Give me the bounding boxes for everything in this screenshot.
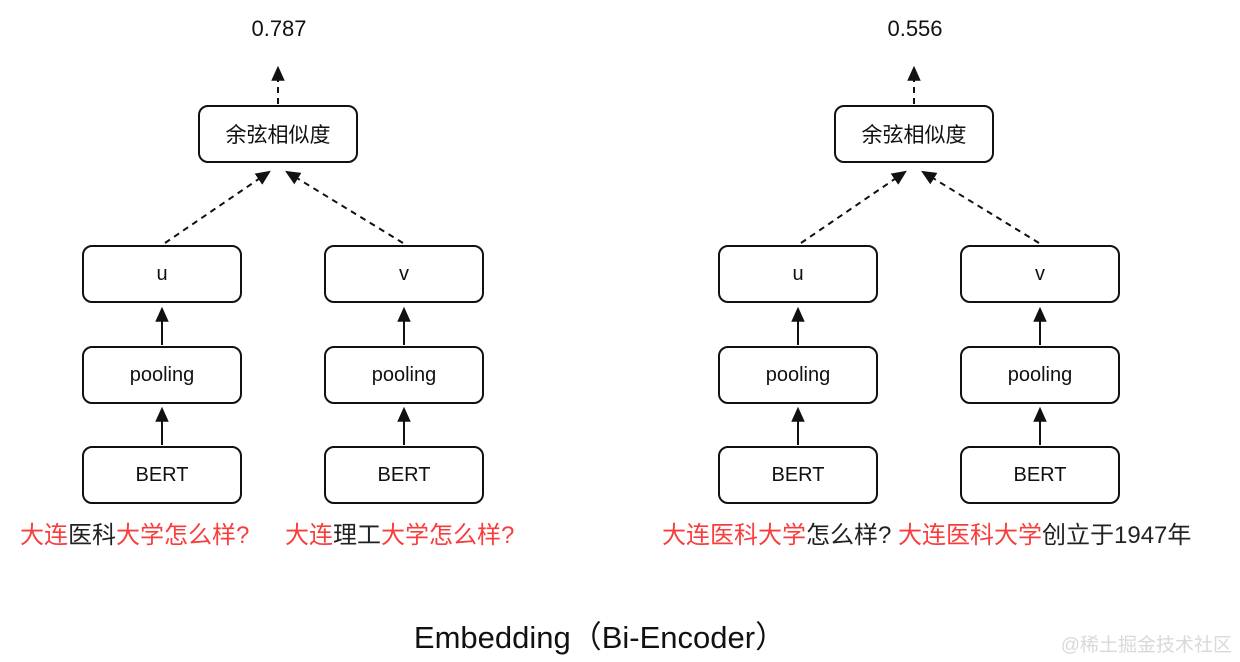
pooling-label: pooling xyxy=(1007,363,1073,386)
v-vector-label: v xyxy=(399,262,409,285)
u-vector-box: u xyxy=(82,245,242,303)
sentence-segment: 大学怎么样? xyxy=(381,522,515,549)
sentence-segment: 创立于1947年 xyxy=(1042,522,1192,549)
u-vector-box: u xyxy=(718,245,878,303)
bi-encoder-pair-2: 0.556 余弦相似度 u v pooling pooling BERT BER… xyxy=(636,0,1196,560)
pooling-box-right: pooling xyxy=(324,346,484,404)
sentence-segment: 医科 xyxy=(68,522,116,549)
sentence-segment: 大连 xyxy=(20,522,68,549)
cosine-similarity-label: 余弦相似度 xyxy=(861,124,967,147)
input-sentence-right: 大连医科大学创立于1947年 xyxy=(898,521,1191,551)
bi-encoder-pair-1: 0.787 余弦相似度 u v pooling pooling BERT BER… xyxy=(0,0,560,560)
bert-box-right: BERT xyxy=(324,446,484,504)
cosine-similarity-box: 余弦相似度 xyxy=(198,105,358,163)
sentence-segment: 理工 xyxy=(333,522,381,549)
input-sentence-left: 大连医科大学怎么样? xyxy=(662,521,891,551)
pooling-label: pooling xyxy=(765,363,831,386)
similarity-score: 0.556 xyxy=(887,16,943,41)
pooling-label: pooling xyxy=(371,363,437,386)
diagram-title: Embedding（Bi-Encoder） xyxy=(413,620,787,655)
sentence-segment: 大学怎么样? xyxy=(116,522,250,549)
u-vector-label: u xyxy=(792,262,804,285)
sentence-segment: 大连 xyxy=(285,522,333,549)
bert-label: BERT xyxy=(135,463,189,486)
bert-box-left: BERT xyxy=(82,446,242,504)
cosine-similarity-box: 余弦相似度 xyxy=(834,105,994,163)
input-sentence-left: 大连医科大学怎么样? xyxy=(20,521,249,551)
sentence-segment: 大连医科大学 xyxy=(898,522,1042,549)
pooling-label: pooling xyxy=(129,363,195,386)
cosine-similarity-label: 余弦相似度 xyxy=(225,124,331,147)
v-vector-box: v xyxy=(324,245,484,303)
watermark-text: @稀土掘金技术社区 xyxy=(1060,635,1232,656)
sentence-segment: 大连医科大学 xyxy=(662,522,806,549)
similarity-score: 0.787 xyxy=(251,16,307,41)
bert-label: BERT xyxy=(771,463,825,486)
pooling-box-left: pooling xyxy=(82,346,242,404)
input-sentence-right: 大连理工大学怎么样? xyxy=(285,521,514,551)
v-vector-box: v xyxy=(960,245,1120,303)
v-vector-label: v xyxy=(1035,262,1045,285)
bert-box-right: BERT xyxy=(960,446,1120,504)
pooling-box-right: pooling xyxy=(960,346,1120,404)
sentence-segment: 怎么样? xyxy=(806,522,892,549)
bert-label: BERT xyxy=(1013,463,1067,486)
bert-label: BERT xyxy=(377,463,431,486)
u-vector-label: u xyxy=(156,262,168,285)
pooling-box-left: pooling xyxy=(718,346,878,404)
bert-box-left: BERT xyxy=(718,446,878,504)
